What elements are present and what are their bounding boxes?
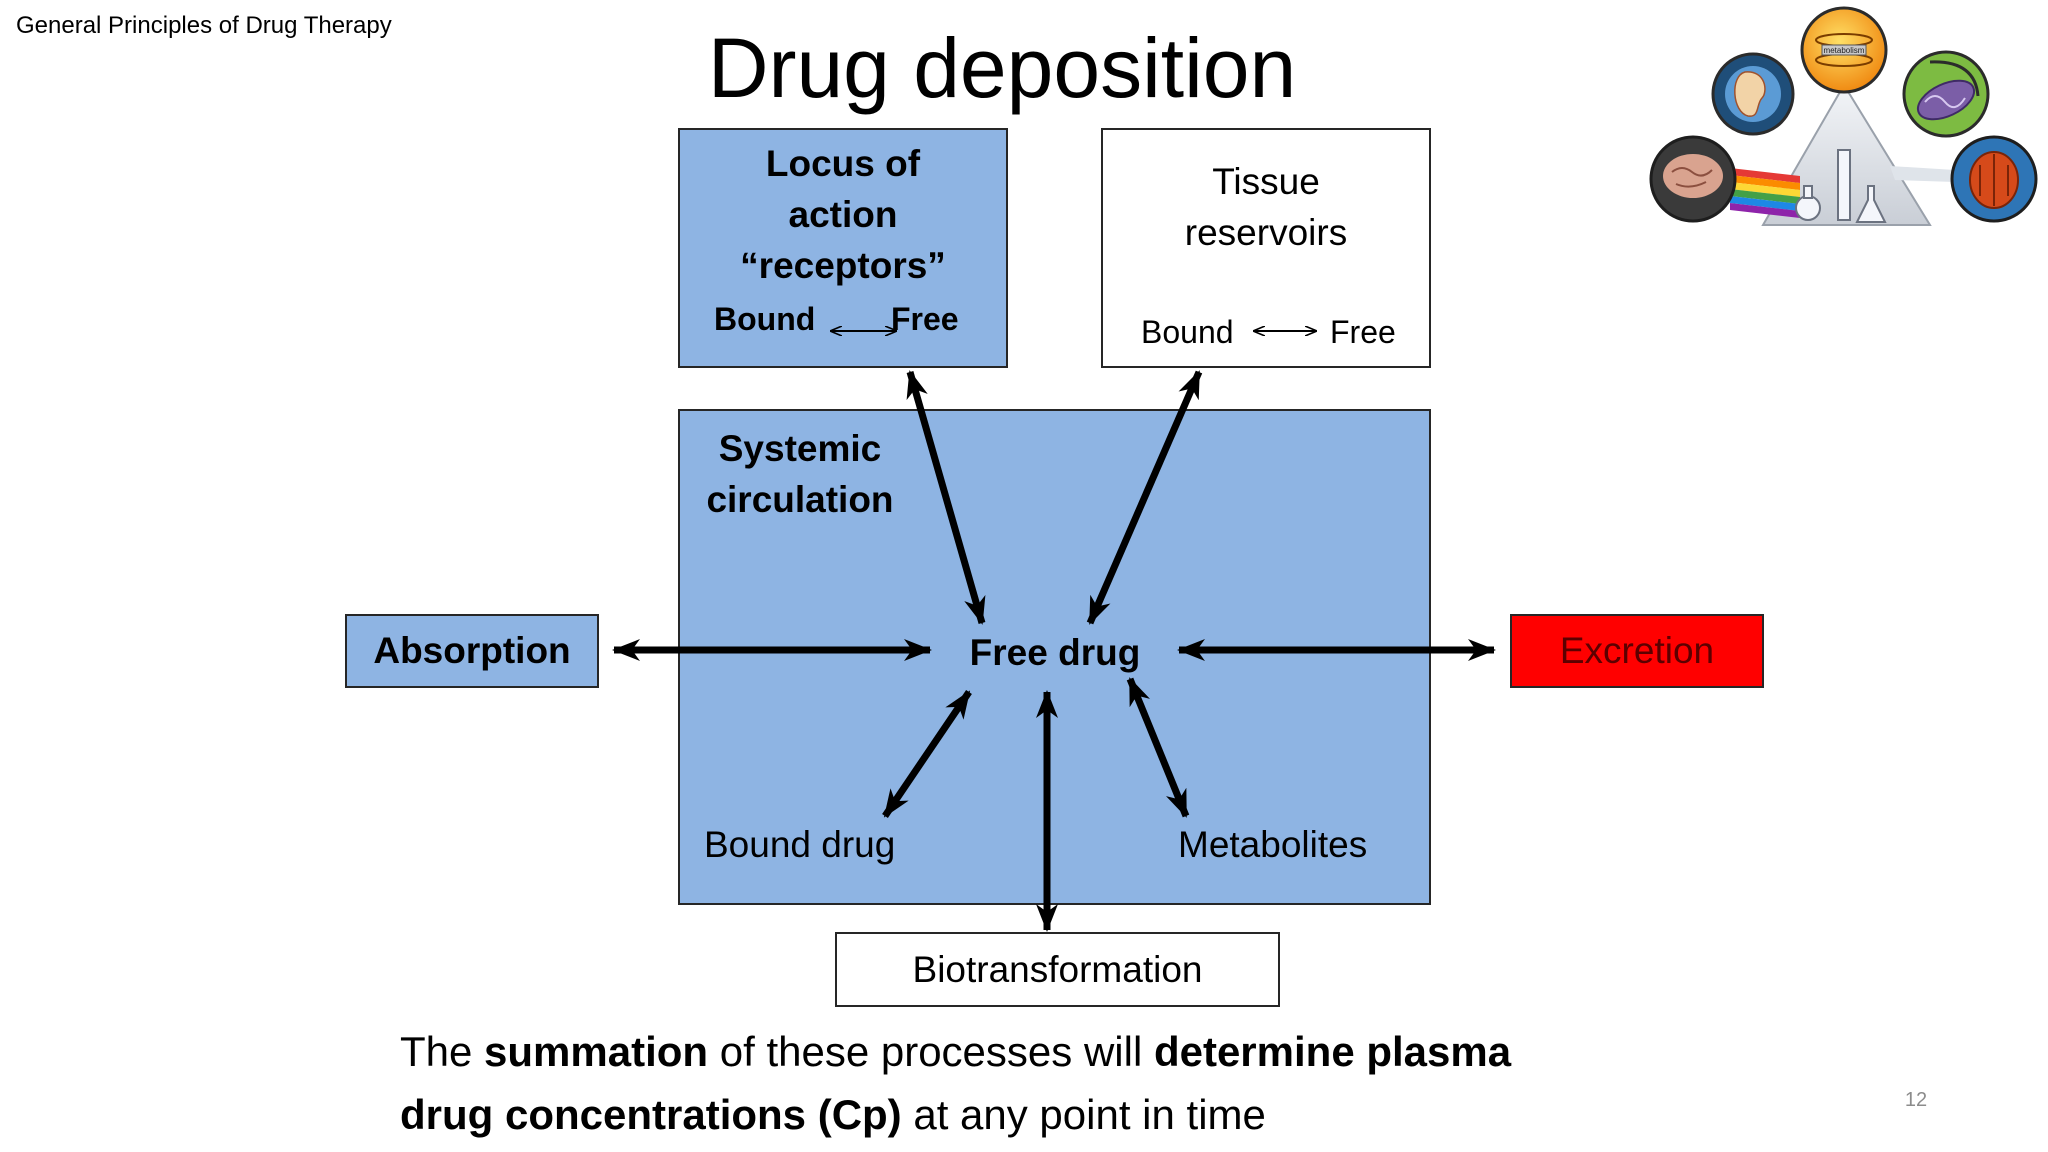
tissue-reservoirs-label: Tissue reservoirs bbox=[1103, 156, 1429, 258]
systemic-line-1: Systemic bbox=[718, 428, 882, 469]
locus-line-2: action bbox=[788, 194, 898, 235]
lab-glassware-icon bbox=[1795, 149, 1887, 223]
locus-bound-label: Bound bbox=[714, 301, 816, 337]
summary-text-segment: of these processes will bbox=[708, 1028, 1154, 1075]
summary-text: The summation of these processes will de… bbox=[400, 1020, 1511, 1146]
page-number: 12 bbox=[1904, 1089, 1928, 1111]
systemic-circulation-label: Systemic circulation bbox=[680, 423, 920, 525]
tissue-reservoirs-box: Tissue reservoirs Bound Free bbox=[1101, 128, 1431, 368]
kidney-icon bbox=[1711, 52, 1795, 136]
summary-emphasis-concentrations: drug concentrations (Cp) bbox=[400, 1091, 902, 1138]
systemic-line-2: circulation bbox=[706, 479, 894, 520]
absorption-label: Absorption bbox=[373, 630, 571, 671]
locus-line-1: Locus of bbox=[765, 143, 921, 184]
bound-drug-label: Bound drug bbox=[704, 824, 896, 865]
mitochondria-icon bbox=[1902, 50, 1990, 138]
biotransformation-box: Biotransformation bbox=[835, 932, 1280, 1007]
metabolism-globe-icon: metabolism bbox=[1800, 6, 1888, 94]
tissue-line-1: Tissue bbox=[1212, 161, 1320, 202]
tissue-bound-label: Bound bbox=[1141, 314, 1234, 350]
biotransformation-label: Biotransformation bbox=[912, 948, 1203, 990]
excretion-label: Excretion bbox=[1559, 630, 1715, 671]
summary-line-1: The summation of these processes will de… bbox=[400, 1020, 1511, 1083]
summary-text-segment: The bbox=[400, 1028, 485, 1075]
rainbow-beam bbox=[1730, 166, 1955, 218]
tissue-line-2: reservoirs bbox=[1184, 212, 1348, 253]
excretion-box: Excretion bbox=[1510, 614, 1764, 688]
locus-free-label: Free bbox=[891, 301, 959, 337]
absorption-box: Absorption bbox=[345, 614, 599, 688]
summary-emphasis-determine: determine plasma bbox=[1153, 1028, 1512, 1075]
course-logo: metabolism bbox=[1649, 6, 2038, 226]
logo-text: metabolism bbox=[1824, 46, 1865, 55]
locus-line-3: “receptors” bbox=[740, 245, 946, 286]
tissue-free-label: Free bbox=[1330, 314, 1396, 350]
organ-icon bbox=[1950, 135, 2038, 223]
free-drug-label: Free drug bbox=[969, 632, 1141, 673]
summary-emphasis-summation: summation bbox=[484, 1028, 709, 1075]
summary-line-2: drug concentrations (Cp) at any point in… bbox=[400, 1083, 1511, 1146]
metabolites-label: Metabolites bbox=[1178, 824, 1368, 865]
course-title: General Principles of Drug Therapy bbox=[16, 12, 392, 39]
locus-of-action-box: Locus of action “receptors” Bound Free bbox=[678, 128, 1008, 368]
slide-title: Drug deposition bbox=[707, 21, 1297, 115]
locus-of-action-label: Locus of action “receptors” bbox=[680, 138, 1006, 291]
summary-text-segment: at any point in time bbox=[901, 1091, 1266, 1138]
brain-icon bbox=[1649, 135, 1737, 223]
prism-icon bbox=[1761, 83, 1932, 226]
